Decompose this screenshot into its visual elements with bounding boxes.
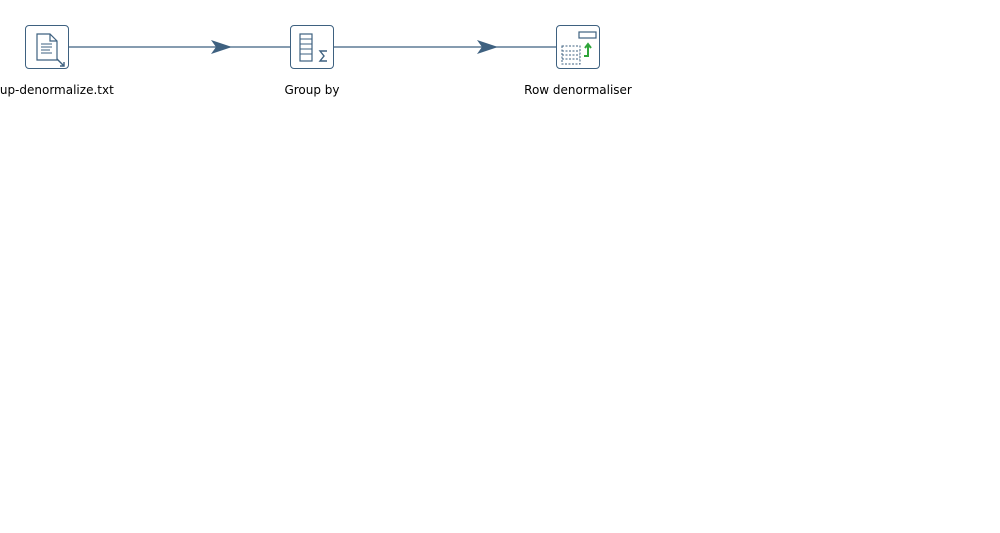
step-group-by[interactable] xyxy=(290,25,334,69)
step-label-text-file-input: group-denormalize.txt xyxy=(0,83,114,97)
step-row-denormaliser[interactable] xyxy=(556,25,600,69)
hop-2[interactable] xyxy=(334,40,556,54)
text-file-input-icon xyxy=(36,33,65,67)
step-text-file-input[interactable] xyxy=(25,25,69,69)
arrow-head-icon xyxy=(211,40,232,54)
step-label-group-by: Group by xyxy=(284,83,340,97)
row-denormaliser-icon xyxy=(561,31,597,65)
hop-1[interactable] xyxy=(69,40,290,54)
step-label-row-denormaliser: Row denormaliser xyxy=(524,83,632,97)
group-by-sigma-icon xyxy=(299,33,327,62)
arrow-head-icon xyxy=(477,40,498,54)
